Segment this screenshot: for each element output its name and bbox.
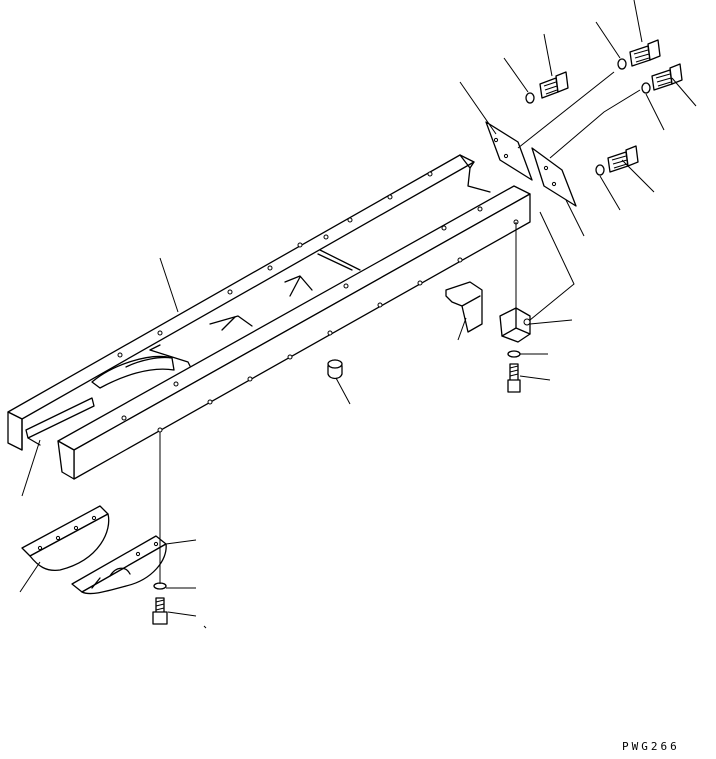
washer-icon — [526, 59, 650, 175]
bracket-icon — [446, 282, 530, 392]
plate-rear-icon — [532, 148, 576, 206]
track-frame-icon — [8, 155, 530, 479]
bolt-icon — [540, 40, 682, 172]
plate-front-icon — [486, 122, 532, 180]
frame-end-guard-icon — [28, 438, 40, 445]
cover-icon — [22, 506, 109, 570]
drawing-code: PWG266 — [622, 740, 680, 753]
leader-lines — [20, 0, 696, 628]
plug-icon — [328, 360, 342, 379]
